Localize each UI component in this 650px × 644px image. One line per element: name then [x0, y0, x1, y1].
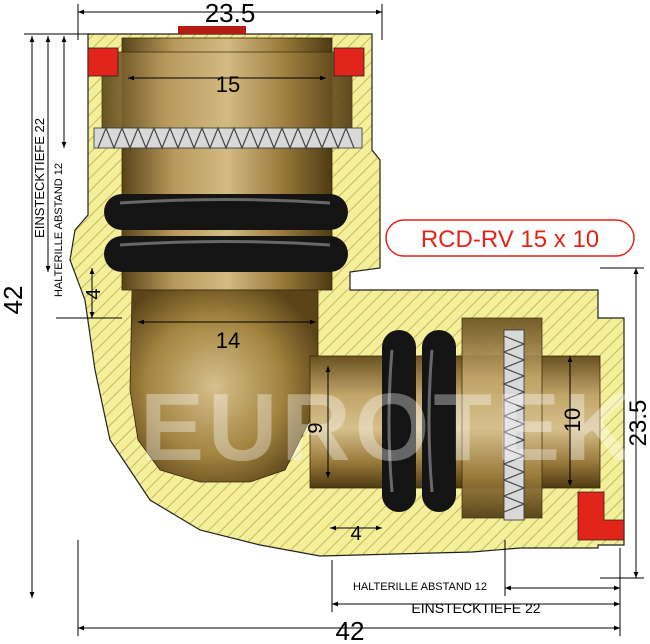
label-groove-distance-vertical: HALTERILLE ABSTAND 12 [53, 163, 65, 297]
dim-groove-horizontal: 4 [350, 523, 361, 545]
dim-right-height: 23.5 [625, 400, 650, 447]
watermark: EUROTEK [140, 374, 637, 481]
dim-inner-top: 15 [216, 72, 240, 97]
horizontal-o-rings [382, 330, 456, 512]
red-cap-top [178, 26, 246, 34]
red-seal-top-right [333, 47, 365, 77]
inlet-tube [101, 51, 353, 131]
label-insertion-depth-vertical: EINSTECKTIEFE 22 [32, 118, 47, 238]
dim-total-height: 42 [0, 286, 28, 315]
dim-inner-mid: 14 [216, 328, 240, 353]
vertical-grip-ring [93, 126, 363, 150]
dimension-lines [24, 4, 644, 636]
elbow-bend [129, 289, 319, 483]
dim-inner-branch: 9 [305, 422, 327, 433]
dim-inner-right: 10 [560, 408, 585, 432]
dim-total-width: 42 [336, 616, 365, 644]
label-insertion-depth-horizontal: EINSTECKTIEFE 22 [411, 600, 540, 616]
red-seal-top-left [87, 47, 119, 77]
dim-top-width: 23.5 [205, 0, 256, 28]
vertical-o-rings [104, 194, 348, 272]
dim-groove-vertical: 4 [83, 288, 105, 299]
red-seal-bottom-right [577, 491, 625, 541]
product-badge: RCD-RV 15 x 10 [385, 219, 635, 257]
label-groove-distance-horizontal: HALTERILLE ABSTAND 12 [353, 581, 487, 593]
horizontal-grip-ring [502, 329, 526, 521]
outlet-tube [461, 317, 543, 519]
product-code: RCD-RV 15 x 10 [421, 226, 599, 253]
